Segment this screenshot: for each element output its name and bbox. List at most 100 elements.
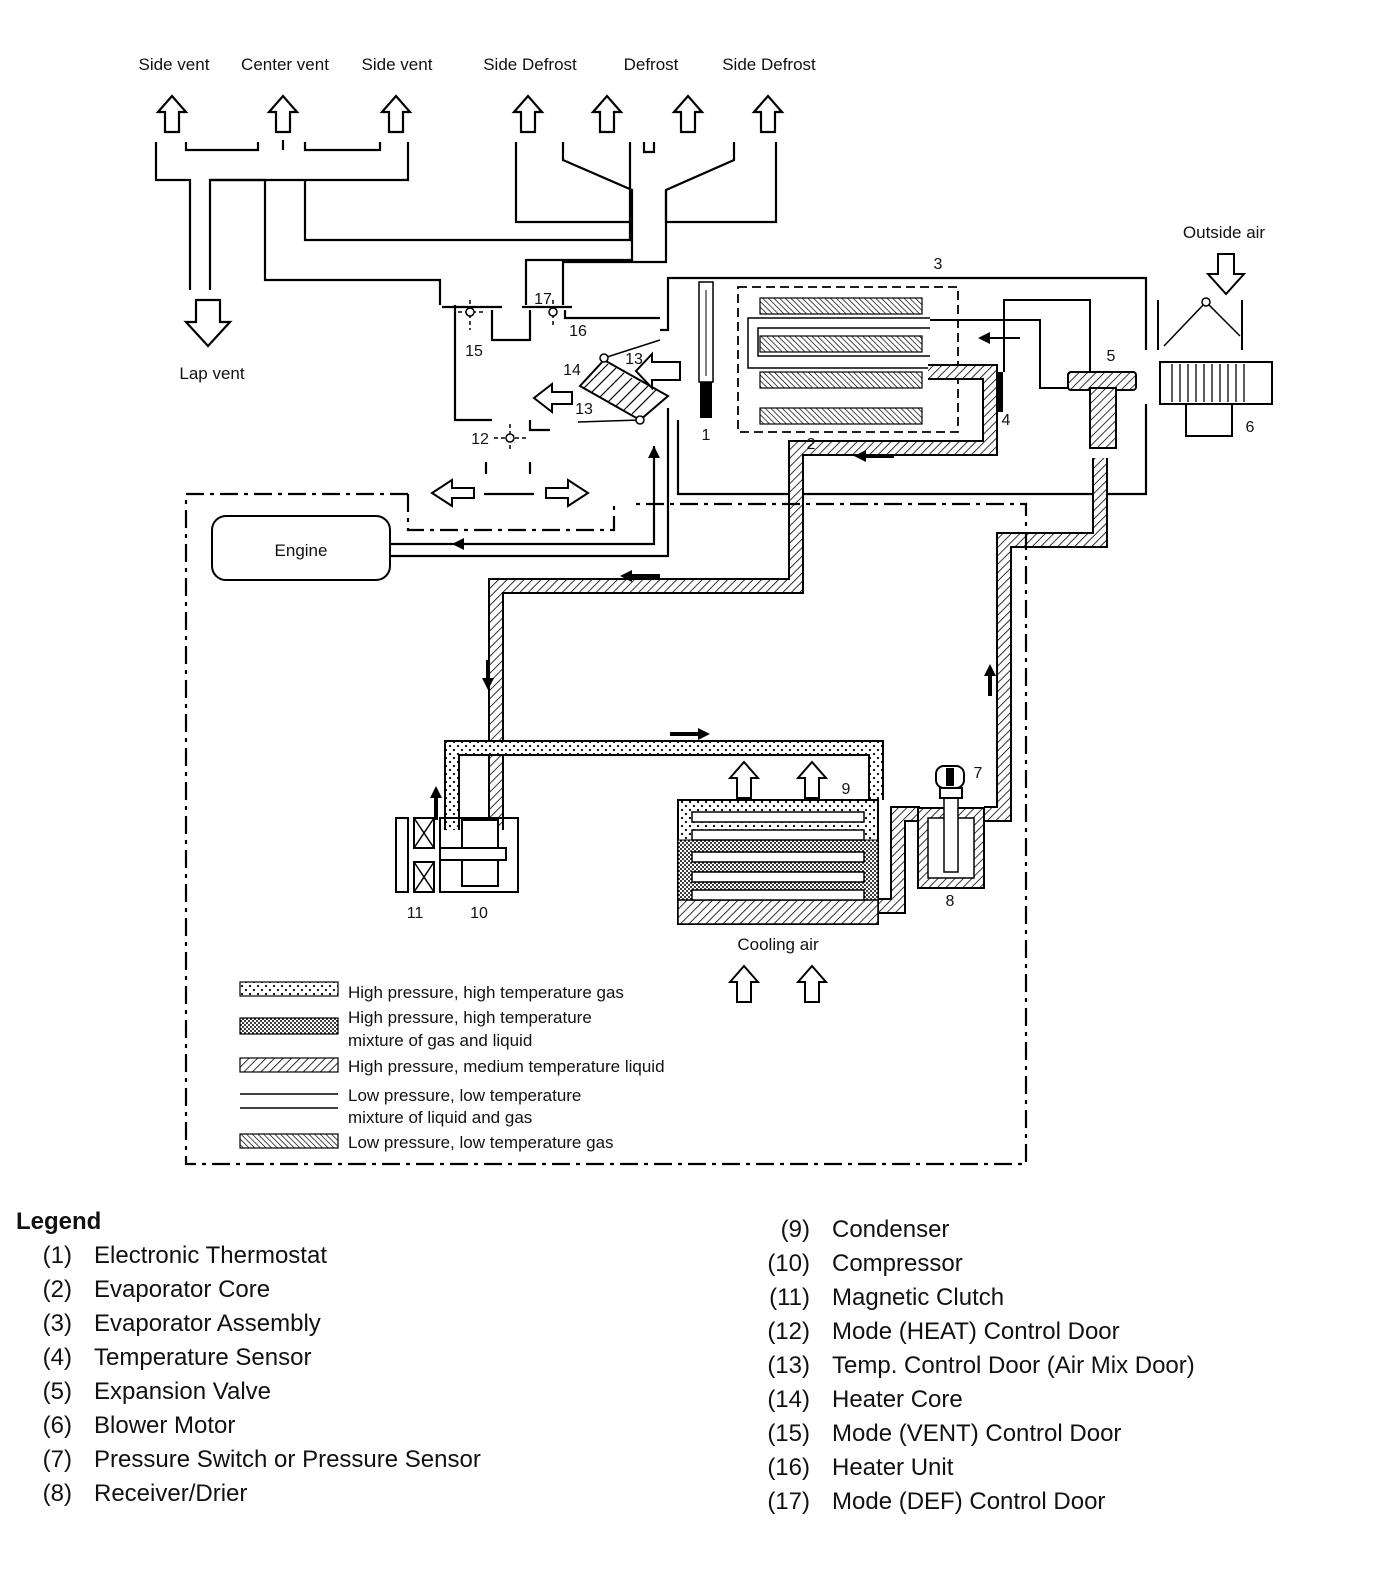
cooling-air-arrow-icon (729, 965, 759, 1003)
legend-item-text: Mode (VENT) Control Door (832, 1420, 1122, 1447)
legend-item-number: (13) (767, 1352, 810, 1379)
callout-2: 2 (807, 436, 816, 453)
magnetic-clutch (395, 817, 435, 893)
legend-item-number: (5) (42, 1378, 72, 1405)
legend-item: (5)Expansion Valve (36, 1378, 271, 1412)
lap-vent-label: Lap vent (179, 364, 244, 383)
legend-item: (6)Blower Motor (36, 1412, 236, 1446)
airflow-arrow-icon (634, 351, 681, 391)
legend-title: Legend (16, 1208, 102, 1235)
key-label-hp-liquid: High pressure, medium temperature liquid (348, 1057, 665, 1076)
legend-item-number: (6) (42, 1412, 72, 1439)
callout-13a: 13 (625, 351, 643, 368)
mode-vent-control-door (465, 307, 475, 317)
outside-air-label: Outside air (1183, 223, 1266, 242)
heater-unit (442, 276, 1148, 496)
electronic-thermostat (698, 281, 714, 418)
legend-item-number: (2) (42, 1276, 72, 1303)
temperature-sensor (997, 372, 1003, 412)
key-label-hp-mixture-2: mixture of gas and liquid (348, 1031, 532, 1050)
key-swatch-hp-gas (239, 981, 339, 997)
callout-12: 12 (471, 431, 489, 448)
cooling-air-label: Cooling air (737, 935, 819, 954)
legend-item-text: Evaporator Assembly (94, 1310, 321, 1337)
legend-item: (8) Receiver/Drier (36, 1480, 248, 1514)
heater-core (577, 339, 670, 425)
legend-item-number: (14) (767, 1386, 810, 1413)
key-swatch-hp-mixture (239, 1017, 339, 1035)
callout-14: 14 (563, 362, 581, 379)
legend-item-text: Receiver/Drier (94, 1480, 248, 1507)
condenser-heat-arrow-icon (729, 761, 759, 799)
legend-item-text: Condenser (832, 1216, 950, 1243)
key-swatch-lp-gas (239, 1133, 339, 1149)
airflow-arrow-icon (532, 381, 573, 415)
legend-item-text: Pressure Switch or Pressure Sensor (94, 1446, 481, 1473)
legend-item-number: (8) (42, 1480, 72, 1507)
legend-item-number: (10) (767, 1250, 810, 1277)
legend-item: (16) Heater Unit (758, 1454, 953, 1488)
center-vent-label: Center vent (241, 55, 329, 74)
callout-17: 17 (534, 291, 552, 308)
legend-item-text: Electronic Thermostat (94, 1242, 327, 1269)
legend-item-number: (16) (767, 1454, 810, 1481)
side-defrost-right-arrow-icon (752, 94, 784, 134)
pressure-switch (935, 765, 965, 799)
callout-13b: 13 (575, 401, 593, 418)
legend-item-number: (9) (780, 1216, 810, 1243)
legend-column-right: (9) Condenser (10) Compressor (11)Magnetic… (758, 1216, 1194, 1522)
expansion-valve (1067, 371, 1137, 449)
legend-item-text: Compressor (832, 1250, 963, 1277)
legend-item: (12) Mode (HEAT) Control Door (758, 1318, 1119, 1352)
mode-heat-control-door (505, 433, 515, 443)
defrost-arrow-2-icon (672, 94, 704, 134)
engine-label: Engine (275, 541, 328, 560)
side-vent-left-arrow-icon (156, 94, 188, 134)
ac-system-diagram: Side vent Center vent Side vent Side Def… (139, 55, 1273, 1166)
legend-item: (13) Temp. Control Door (Air Mix Door) (758, 1352, 1194, 1386)
side-defrost-left-arrow-icon (512, 94, 544, 134)
condenser-heat-arrow-icon (797, 761, 827, 799)
legend-item: (7)Pressure Switch or Pressure Sensor (36, 1446, 481, 1480)
compressor (439, 817, 519, 893)
legend-item-text: Heater Core (832, 1386, 963, 1413)
legend-item-number: (15) (767, 1420, 810, 1447)
legend-item-number: (4) (42, 1344, 72, 1371)
legend-item-text: Heater Unit (832, 1454, 954, 1481)
key-swatch-hp-liquid (239, 1057, 339, 1073)
key-label-hp-gas: High pressure, high temperature gas (348, 983, 624, 1002)
legend-item-number: (1) (42, 1242, 72, 1269)
callout-10: 10 (470, 905, 488, 922)
legend-column-left: (1) Electronic Thermostat (2)Evaporator C… (36, 1242, 481, 1514)
callout-15: 15 (465, 343, 483, 360)
condenser (677, 799, 879, 925)
legend-item: (14) Heater Core (758, 1386, 962, 1420)
legend-item-text: Temperature Sensor (94, 1344, 312, 1371)
callout-3: 3 (934, 256, 943, 273)
side-vent-left-label: Side vent (139, 55, 210, 74)
legend-item: (17)Mode (DEF) Control Door (758, 1488, 1105, 1522)
callout-5: 5 (1107, 348, 1116, 365)
key-label-lp-mixture-1: Low pressure, low temperature (348, 1086, 581, 1105)
legend-item-number: (17) (767, 1488, 810, 1515)
engine-block (211, 515, 391, 581)
side-vent-right-arrow-icon (380, 94, 412, 134)
key-label-hp-mixture-1: High pressure, high temperature (348, 1008, 592, 1027)
legend-item: (2)Evaporator Core (36, 1276, 270, 1310)
legend-item-text: Temp. Control Door (Air Mix Door) (832, 1352, 1195, 1379)
side-defrost-left-label: Side Defrost (483, 55, 577, 74)
legend-item: (10) Compressor (758, 1250, 962, 1284)
legend-item-number: (12) (767, 1318, 810, 1345)
callout-11: 11 (407, 905, 424, 922)
component-legend: Legend (1)Electronic Thermostat (2)Evapo… (0, 1200, 1376, 1540)
side-vent-right-label: Side vent (362, 55, 433, 74)
legend-item: (4) Temperature Sensor (36, 1344, 312, 1378)
legend-item: (11)Magnetic Clutch (758, 1284, 1004, 1318)
callout-8: 8 (946, 893, 955, 910)
legend-item-text: Magnetic Clutch (832, 1284, 1005, 1311)
legend-item-text: Mode (HEAT) Control Door (832, 1318, 1120, 1345)
mode-def-control-door (548, 307, 558, 317)
callout-7: 7 (974, 765, 983, 782)
legend-item: (1) Electronic Thermostat (36, 1242, 327, 1276)
key-label-lp-gas: Low pressure, low temperature gas (348, 1133, 614, 1152)
